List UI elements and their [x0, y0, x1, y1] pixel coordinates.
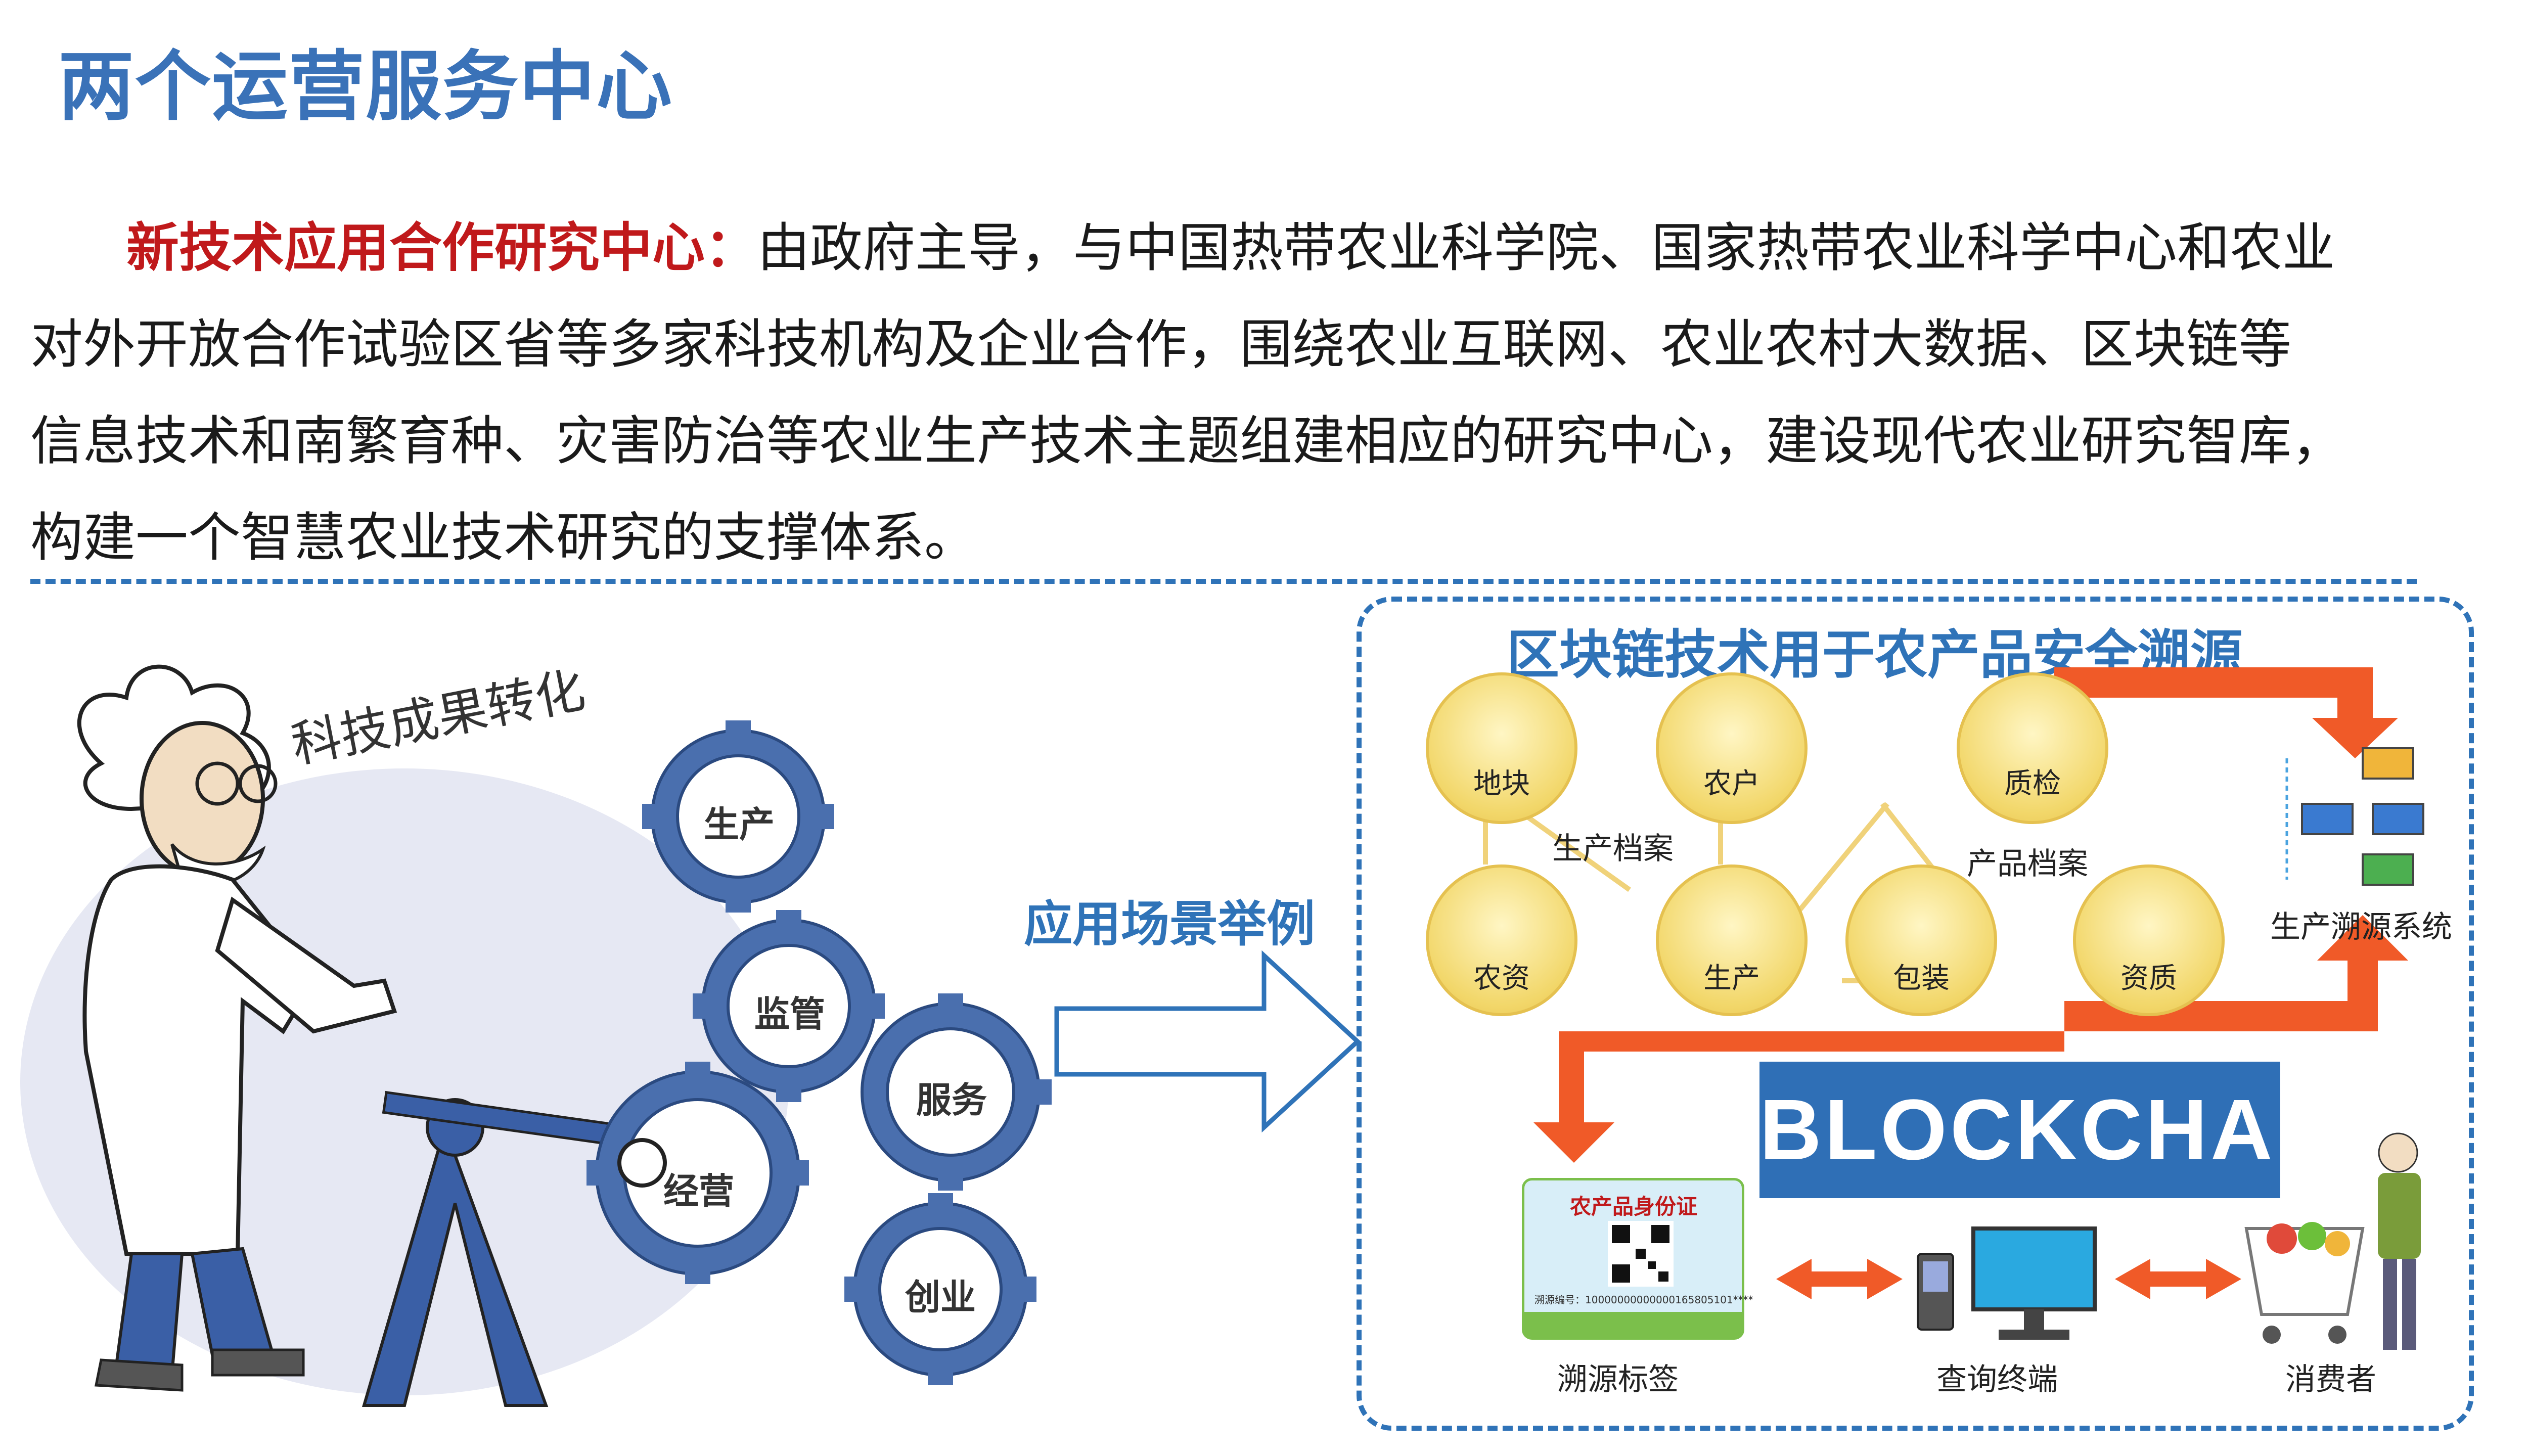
trace-label-caption: 溯源标签	[1557, 1362, 1679, 1397]
intro-line-2: 对外开放合作试验区省等多家科技机构及企业合作，围绕农业互联网、农业农村大数据、区…	[30, 313, 2292, 375]
gear-teeth	[586, 720, 1052, 1385]
intro-highlight: 新技术应用合作研究中心：	[126, 217, 758, 279]
qr-code-icon	[1608, 1221, 1674, 1287]
product-archive-label: 产品档案	[1967, 846, 2088, 882]
trace-label-card: 农产品身份证 溯源编号：10000000000000165805101****	[1522, 1178, 1753, 1340]
query-terminal-icon	[1917, 1226, 2097, 1340]
consumer-icon	[2244, 1132, 2421, 1350]
node-qualification	[2073, 864, 2225, 1016]
section-divider	[30, 579, 2417, 584]
right-arrow-icon	[1054, 950, 1361, 1132]
gears	[595, 729, 1041, 1377]
gear-label-service: 服务	[916, 1079, 987, 1121]
gear-label-production: 生产	[704, 804, 775, 845]
node-plot-label: 地块	[1473, 767, 1530, 800]
card-id: 溯源编号：10000000000000165805101****	[1534, 1294, 1753, 1306]
node-farmer-label: 农户	[1703, 767, 1760, 800]
traceability-panel	[1357, 597, 2474, 1431]
scientist-figure	[77, 664, 397, 1392]
system-label: 生产溯源系统	[2270, 909, 2452, 945]
intro-line-3: 信息技术和南繁育种、灾害防治等农业生产技术主题组建相应的研究中心，建设现代农业研…	[30, 410, 2344, 472]
intro-paragraph: 新技术应用合作研究中心：由政府主导，与中国热带农业科学院、国家热带农业科学中心和…	[30, 200, 2498, 586]
scientist-gears-illustration	[20, 664, 1052, 1407]
computer-network-icon	[2285, 747, 2424, 886]
crank-stand	[362, 1090, 668, 1407]
query-terminal-caption: 查询终端	[1936, 1362, 2058, 1397]
gear-label-supervision: 监管	[754, 993, 825, 1035]
node-packaging	[1845, 864, 1997, 1016]
node-production	[1656, 864, 1808, 1016]
crank-hub	[617, 1138, 667, 1188]
scene-label: 应用场景举例	[1024, 896, 1315, 952]
gear-4	[595, 1070, 800, 1276]
flow-diagram	[1483, 667, 2424, 1350]
gear-label-entrepreneurship: 创业	[905, 1277, 976, 1318]
blockchain-text: BLOCKCHAIN	[1759, 1082, 2368, 1178]
node-packaging-label: 包装	[1893, 962, 1950, 995]
consumer-caption: 消费者	[2285, 1362, 2376, 1397]
node-plot	[1426, 672, 1577, 824]
intro-line-1: 由政府主导，与中国热带农业科学院、国家热带农业科学中心和农业	[757, 217, 2335, 279]
card-footer	[1524, 1312, 1742, 1337]
gear-1	[651, 729, 826, 904]
gear-2	[701, 919, 876, 1094]
production-archive-label: 生产档案	[1552, 831, 1674, 867]
node-inspection-label: 质检	[2004, 767, 2061, 800]
node-production-label: 生产	[1703, 962, 1760, 995]
gear-3	[861, 1002, 1041, 1182]
node-inspection	[1957, 672, 2108, 824]
node-inputs-label: 农资	[1473, 962, 1530, 995]
gear-label-operation: 经营	[663, 1170, 734, 1212]
node-farmer	[1656, 672, 1808, 824]
node-qualification-label: 资质	[2120, 962, 2177, 995]
page-title: 两个运营服务中心	[58, 43, 673, 131]
node-inputs	[1426, 864, 1577, 1016]
blockchain-banner: BLOCKCHAIN	[1759, 1062, 2368, 1198]
card-title: 农产品身份证	[1570, 1194, 1698, 1219]
intro-line-4: 构建一个智慧农业技术研究的支撑体系。	[30, 507, 977, 568]
